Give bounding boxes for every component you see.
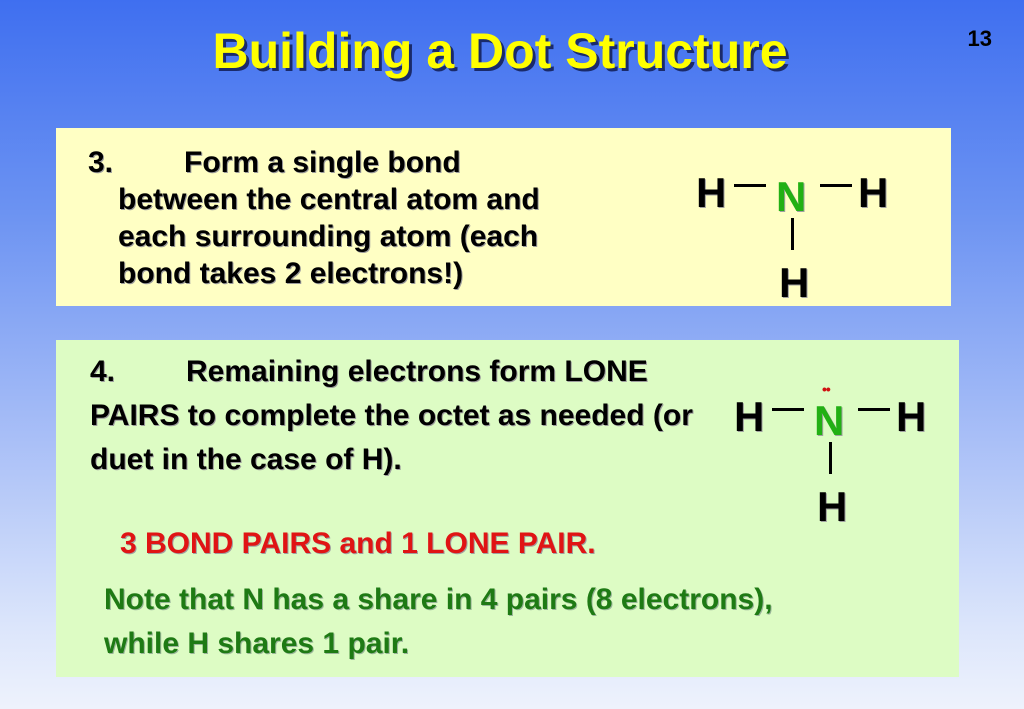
step-4-first-line: Remaining electrons form [186, 355, 557, 388]
step-4-body: LONE PAIRS to complete the octet as need… [90, 355, 693, 476]
bond-bottom [829, 442, 832, 474]
step-4-panel: 4. Remaining electrons form LONE PAIRS to… [56, 340, 959, 677]
hydrogen-bottom: H [817, 483, 848, 530]
hydrogen-left: H [696, 169, 727, 216]
nh3-bond-structure: H N H H [696, 172, 926, 322]
step-3-number: 3. [88, 146, 114, 179]
step-3-panel: 3. Form a single bond between the central… [56, 128, 951, 306]
bond-bottom [791, 218, 794, 250]
step-4-number: 4. [90, 355, 116, 388]
lone-pair: •• [822, 381, 831, 397]
hydrogen-right: H [896, 393, 927, 440]
hydrogen-bottom: H [779, 259, 810, 306]
step-3-line-4: bond takes 2 electrons!) [118, 257, 464, 290]
step-3-text: 3. Form a single bond between the central… [88, 144, 678, 292]
hydrogen-left: H [734, 393, 765, 440]
bond-right [820, 184, 852, 187]
bond-left [734, 184, 766, 187]
hydrogen-right: H [858, 169, 889, 216]
slide-number: 13 [967, 26, 992, 51]
nh3-lone-pair-structure: H •• N H H [734, 382, 964, 546]
bond-summary: 3 BOND PAIRS and 1 LONE PAIR. [120, 527, 596, 560]
nitrogen-center: N [776, 173, 807, 220]
step-4-text: 4. Remaining electrons form LONE PAIRS to… [90, 350, 710, 482]
nitrogen-center: N [814, 397, 845, 444]
step-3-line-3: each surrounding atom (each [118, 220, 539, 253]
bond-right [858, 408, 890, 411]
bond-left [772, 408, 804, 411]
step-3-line-2: between the central atom and [118, 183, 540, 216]
step-3-line-1: 3. Form a single bond [88, 144, 678, 181]
note-text: Note that N has a share in 4 pairs (8 el… [104, 583, 773, 660]
step-3-line-1-text: Form a single bond [184, 146, 461, 179]
slide-title: Building a Dot Structure [212, 23, 788, 79]
